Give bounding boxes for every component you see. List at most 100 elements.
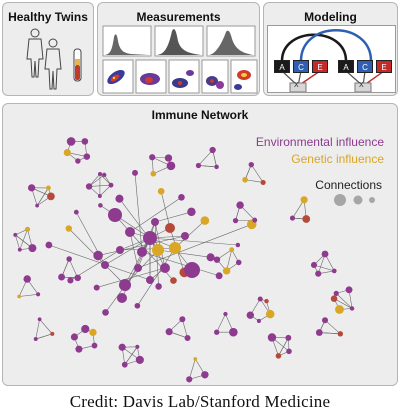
network-node <box>24 226 31 232</box>
network-node <box>330 295 338 302</box>
network-node <box>235 259 242 266</box>
network-node <box>91 342 98 349</box>
network-node <box>97 171 103 177</box>
network-node <box>101 261 109 269</box>
network-edge <box>336 293 353 309</box>
network-node <box>70 333 78 341</box>
healthy-twins-panel: Healthy Twins <box>2 2 94 96</box>
twins-figure-icon <box>26 28 82 90</box>
network-edge <box>278 337 289 357</box>
ace-block-c-2: C <box>357 60 373 73</box>
network-node <box>264 298 269 304</box>
network-node <box>246 311 254 319</box>
network-node <box>300 196 308 204</box>
network-node <box>257 296 263 302</box>
network-node <box>66 137 76 146</box>
network-node <box>157 187 165 195</box>
network-edge <box>154 211 192 223</box>
network-node <box>46 185 51 191</box>
network-node <box>50 331 55 336</box>
network-edge <box>245 179 264 183</box>
network-edge <box>182 319 188 339</box>
network-node <box>337 331 344 337</box>
network-node <box>222 267 231 275</box>
network-edge <box>119 247 176 251</box>
modeling-title: Modeling <box>304 10 357 24</box>
network-edge <box>68 258 78 278</box>
network-node <box>179 316 186 323</box>
network-node <box>248 161 254 168</box>
network-node <box>74 274 81 282</box>
network-node <box>45 241 53 249</box>
network-node <box>116 246 124 254</box>
network-edge <box>188 358 196 380</box>
network-node <box>28 244 37 253</box>
network-node <box>260 179 266 186</box>
network-node <box>242 176 248 183</box>
network-node <box>23 275 31 283</box>
network-node <box>223 311 228 317</box>
network-edge <box>19 229 28 250</box>
network-edge <box>36 187 49 206</box>
network-node <box>118 343 126 351</box>
network-node <box>289 215 296 221</box>
network-node <box>93 284 100 291</box>
measurement-plots <box>102 25 258 94</box>
network-node <box>108 208 122 222</box>
network-node <box>97 194 102 198</box>
network-edge <box>313 264 335 272</box>
network-node <box>117 293 127 303</box>
network-edge <box>174 220 206 249</box>
network-node <box>108 182 114 188</box>
network-node <box>302 215 311 223</box>
network-node <box>206 253 215 262</box>
network-node <box>28 184 36 192</box>
network-edge <box>141 251 220 277</box>
network-node <box>152 244 164 256</box>
network-node <box>285 334 292 341</box>
network-node <box>184 262 200 278</box>
network-node <box>160 263 170 273</box>
network-edge <box>319 332 341 335</box>
measurements-panel: Measurements <box>97 2 260 96</box>
network-node <box>187 207 196 217</box>
legend-environmental: Environmental influence <box>255 135 384 149</box>
legend-connections: Connections <box>315 178 382 192</box>
ace-block-c-1: C <box>293 60 309 73</box>
network-node <box>135 355 144 364</box>
network-edge <box>99 173 112 186</box>
network-node <box>181 232 189 240</box>
network-node <box>165 223 175 233</box>
network-node <box>150 170 157 177</box>
measurements-title: Measurements <box>136 10 221 24</box>
immune-network-title: Immune Network <box>151 108 249 122</box>
network-node <box>75 345 83 353</box>
network-node <box>200 216 210 225</box>
network-node <box>335 305 344 314</box>
network-node <box>119 279 131 291</box>
network-edge <box>137 247 176 306</box>
network-edge <box>333 298 353 309</box>
network-node <box>267 333 277 342</box>
network-node <box>331 268 337 274</box>
network-edge <box>129 197 182 233</box>
network-edge <box>39 319 53 335</box>
network-edge <box>149 237 238 246</box>
network-node <box>58 273 66 281</box>
network-node <box>321 250 329 258</box>
network-node <box>214 329 220 335</box>
network-node <box>315 329 323 336</box>
network-edge <box>317 253 326 274</box>
network-node <box>213 256 221 263</box>
x-label-2: X <box>359 82 364 89</box>
network-node <box>229 247 235 253</box>
network-node <box>195 162 202 169</box>
network-node <box>134 264 142 272</box>
network-node <box>81 324 90 334</box>
network-edge <box>14 234 21 250</box>
network-node <box>349 306 355 311</box>
network-node <box>165 328 173 336</box>
network-node <box>265 309 275 319</box>
network-node <box>36 292 41 297</box>
network-node <box>345 286 353 294</box>
